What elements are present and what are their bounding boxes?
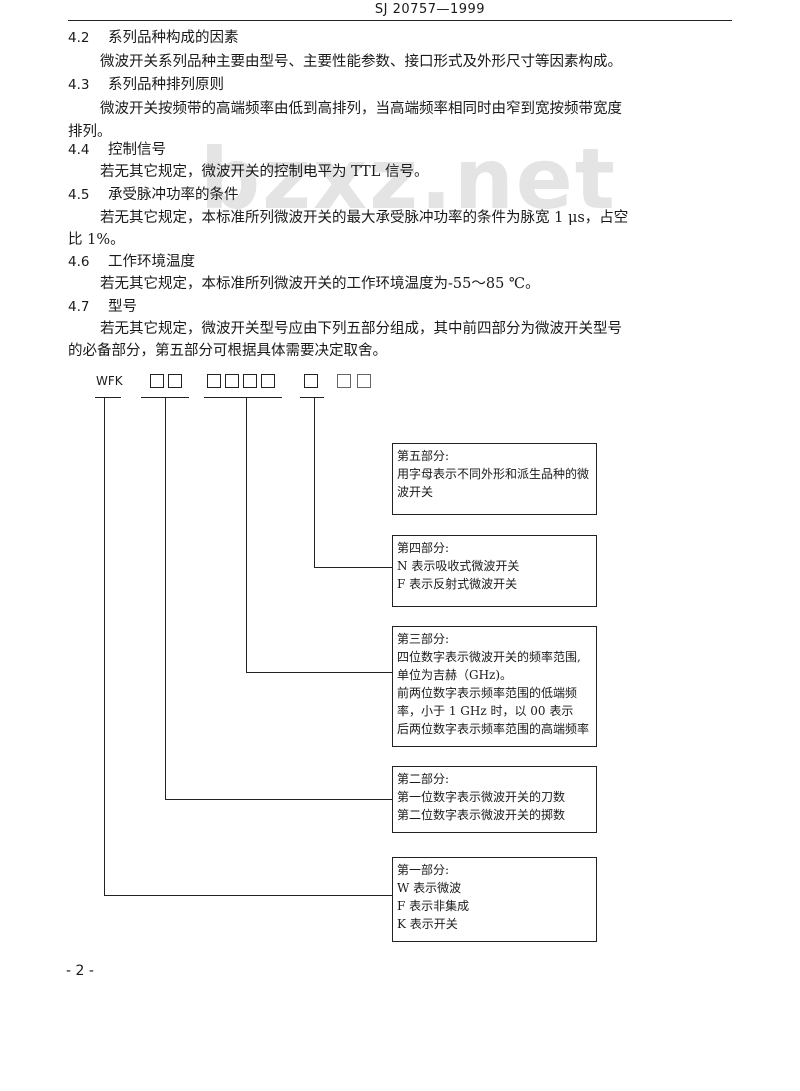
part3-underline bbox=[204, 397, 282, 398]
section-number: 4.6 bbox=[68, 254, 90, 270]
section-number: 4.5 bbox=[68, 187, 90, 203]
paragraph-line: 若无其它规定，本标准所列微波开关的工作环境温度为-55～85 ℃。 bbox=[100, 276, 540, 292]
paragraph-line: 若无其它规定，微波开关型号应由下列五部分组成，其中前四部分为微波开关型号 bbox=[100, 321, 622, 337]
box-line: 后两位数字表示频率范围的高端频率 bbox=[397, 722, 590, 736]
paragraph-line: 微波开关系列品种主要由型号、主要性能参数、接口形式及外形尺寸等因素构成。 bbox=[100, 54, 622, 70]
part2-digit-box bbox=[150, 374, 164, 388]
part2-digit-box bbox=[168, 374, 182, 388]
box-line: W 表示微波 bbox=[397, 881, 462, 895]
part4-underline bbox=[300, 397, 324, 398]
box-line: 第五部分: bbox=[397, 449, 450, 463]
paragraph-line: 若无其它规定，微波开关的控制电平为 TTL 信号。 bbox=[100, 164, 429, 180]
box-line: 用字母表示不同外形和派生品种的微 bbox=[397, 467, 590, 481]
section-heading-4-7: 4.7 型号 bbox=[68, 297, 137, 317]
section-heading-4-2: 4.2 系列品种构成的因素 bbox=[68, 28, 239, 48]
box-line: 第一位数字表示微波开关的刀数 bbox=[397, 790, 566, 804]
part5-description-box: 第五部分: 用字母表示不同外形和派生品种的微 波开关 bbox=[392, 443, 597, 515]
box-line: 波开关 bbox=[397, 485, 434, 499]
part3-digit-box bbox=[243, 374, 257, 388]
header-rule bbox=[68, 20, 732, 21]
part2-description-box: 第二部分: 第一位数字表示微波开关的刀数 第二位数字表示微波开关的掷数 bbox=[392, 766, 597, 833]
section-title: 型号 bbox=[108, 299, 137, 315]
part3-leader-vertical bbox=[246, 397, 247, 672]
model-prefix: WFK bbox=[96, 374, 123, 388]
part3-leader-horizontal bbox=[246, 672, 392, 673]
part2-leader-horizontal bbox=[165, 799, 392, 800]
section-heading-4-4: 4.4 控制信号 bbox=[68, 140, 166, 160]
part3-digit-box bbox=[225, 374, 239, 388]
box-line: 第二位数字表示微波开关的掷数 bbox=[397, 808, 566, 822]
section-title: 控制信号 bbox=[108, 142, 166, 158]
part4-leader-horizontal bbox=[314, 567, 392, 568]
part5-letter-box bbox=[357, 374, 371, 388]
part5-letter-box bbox=[337, 374, 351, 388]
part1-description-box: 第一部分: W 表示微波 F 表示非集成 K 表示开关 bbox=[392, 857, 597, 942]
part1-underline bbox=[95, 397, 121, 398]
section-heading-4-6: 4.6 工作环境温度 bbox=[68, 252, 195, 272]
paragraph-line: 的必备部分，第五部分可根据具体需要决定取舍。 bbox=[68, 343, 387, 359]
document-header: SJ 20757—1999 bbox=[374, 2, 486, 17]
box-line: 四位数字表示微波开关的频率范围, bbox=[397, 650, 581, 664]
part4-letter-box bbox=[304, 374, 318, 388]
part3-digit-box bbox=[261, 374, 275, 388]
box-line: 第二部分: bbox=[397, 772, 450, 786]
section-title: 承受脉冲功率的条件 bbox=[108, 187, 239, 203]
box-line: 前两位数字表示频率范围的低端频 bbox=[397, 686, 578, 700]
box-line: 第四部分: bbox=[397, 541, 450, 555]
page-number: - 2 - bbox=[66, 963, 94, 979]
part3-description-box: 第三部分: 四位数字表示微波开关的频率范围, 单位为吉赫（GHz)。 前两位数字… bbox=[392, 626, 597, 747]
section-number: 4.4 bbox=[68, 142, 90, 158]
section-heading-4-3: 4.3 系列品种排列原则 bbox=[68, 75, 224, 95]
section-title: 系列品种排列原则 bbox=[108, 77, 224, 93]
section-title: 系列品种构成的因素 bbox=[108, 30, 239, 46]
paragraph-line: 微波开关按频带的高端频率由低到高排列，当高端频率相同时由窄到宽按频带宽度 bbox=[100, 101, 622, 117]
box-line: F 表示反射式微波开关 bbox=[397, 577, 518, 591]
section-heading-4-5: 4.5 承受脉冲功率的条件 bbox=[68, 185, 239, 205]
box-line: 第一部分: bbox=[397, 863, 450, 877]
section-number: 4.2 bbox=[68, 30, 90, 46]
paragraph-line: 若无其它规定，本标准所列微波开关的最大承受脉冲功率的条件为脉宽 1 μs，占空 bbox=[100, 210, 629, 226]
part1-leader-vertical bbox=[104, 397, 105, 895]
section-title: 工作环境温度 bbox=[108, 254, 195, 270]
part1-leader-horizontal bbox=[104, 895, 392, 896]
box-line: F 表示非集成 bbox=[397, 899, 470, 913]
box-line: K 表示开关 bbox=[397, 917, 458, 931]
part4-leader-vertical bbox=[314, 397, 315, 567]
part2-leader-vertical bbox=[165, 397, 166, 799]
paragraph-line: 排列。 bbox=[68, 124, 112, 140]
box-line: 单位为吉赫（GHz)。 bbox=[397, 668, 513, 682]
watermark: bzxz.net bbox=[200, 130, 617, 228]
part3-digit-box bbox=[207, 374, 221, 388]
paragraph-line: 比 1%。 bbox=[68, 232, 125, 248]
section-number: 4.3 bbox=[68, 77, 90, 93]
section-number: 4.7 bbox=[68, 299, 90, 315]
box-line: N 表示吸收式微波开关 bbox=[397, 559, 520, 573]
part4-description-box: 第四部分: N 表示吸收式微波开关 F 表示反射式微波开关 bbox=[392, 535, 597, 607]
box-line: 率，小于 1 GHz 时，以 00 表示 bbox=[397, 704, 574, 718]
box-line: 第三部分: bbox=[397, 632, 450, 646]
